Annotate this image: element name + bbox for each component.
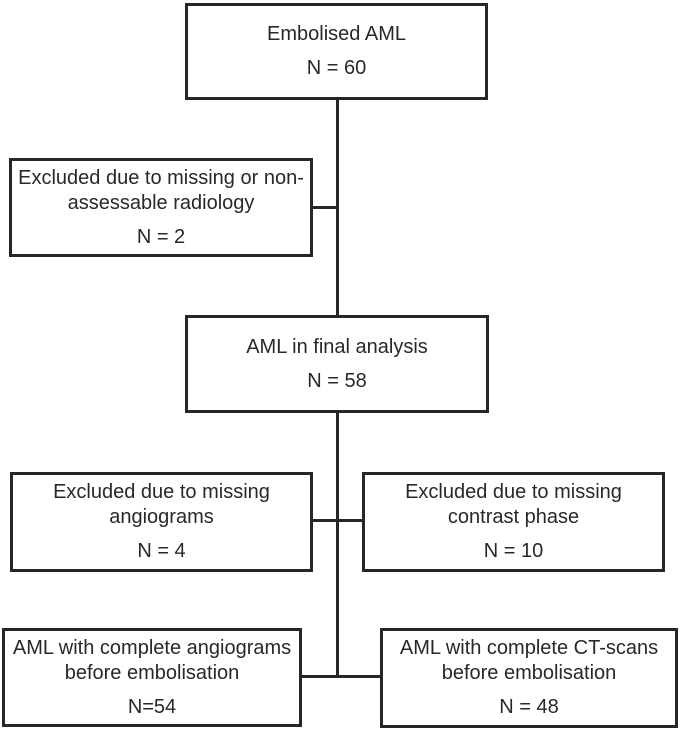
label-line: Embolised AML — [267, 23, 406, 45]
label-line: Excluded due to missing or non- — [18, 166, 304, 189]
node-label: AML in final analysis — [246, 335, 428, 360]
connector-bottom-junction — [302, 675, 383, 678]
node-excluded-contrast: Excluded due to missing contrast phase N… — [362, 472, 665, 572]
node-label: Excluded due to missing angiograms — [53, 480, 270, 530]
label-line: Excluded due to missing — [405, 481, 622, 503]
label-line: AML with complete angiograms — [12, 636, 292, 659]
node-label: Excluded due to missing or non- assessab… — [18, 166, 304, 216]
label-line: before embolisation — [441, 662, 617, 684]
node-excluded-radiology: Excluded due to missing or non- assessab… — [9, 158, 313, 257]
node-label: Excluded due to missing contrast phase — [405, 480, 622, 530]
connector-branch-excluded-radiology — [313, 206, 339, 209]
connector-branch-exclusions-row — [313, 519, 362, 522]
node-label: AML with complete CT-scans before emboli… — [400, 636, 658, 686]
label-line: before embolisation — [64, 661, 240, 684]
node-count: N=54 — [127, 695, 177, 718]
node-count: N = 4 — [137, 540, 186, 562]
node-count: N = 48 — [499, 696, 559, 718]
connector-final-to-bottom — [336, 413, 339, 678]
node-label: AML with complete angiograms before embo… — [13, 636, 291, 686]
label-line: AML in final analysis — [246, 335, 428, 358]
node-complete-ct: AML with complete CT-scans before emboli… — [380, 628, 678, 728]
label-line: assessable radiology — [67, 191, 255, 214]
node-count: N = 10 — [483, 540, 544, 562]
node-embolised-aml: Embolised AML N = 60 — [185, 3, 488, 100]
label-line: AML with complete CT-scans — [399, 637, 659, 659]
node-label: Embolised AML — [267, 22, 406, 47]
node-complete-angiograms: AML with complete angiograms before embo… — [2, 628, 302, 727]
node-count: N = 58 — [307, 369, 367, 392]
node-final-analysis: AML in final analysis N = 58 — [185, 315, 489, 413]
node-excluded-angiograms: Excluded due to missing angiograms N = 4 — [10, 472, 313, 572]
label-line: Excluded due to missing — [53, 481, 270, 503]
label-line: angiograms — [109, 506, 214, 528]
node-count: N = 2 — [136, 225, 186, 248]
label-line: contrast phase — [447, 506, 580, 528]
node-count: N = 60 — [306, 57, 367, 79]
